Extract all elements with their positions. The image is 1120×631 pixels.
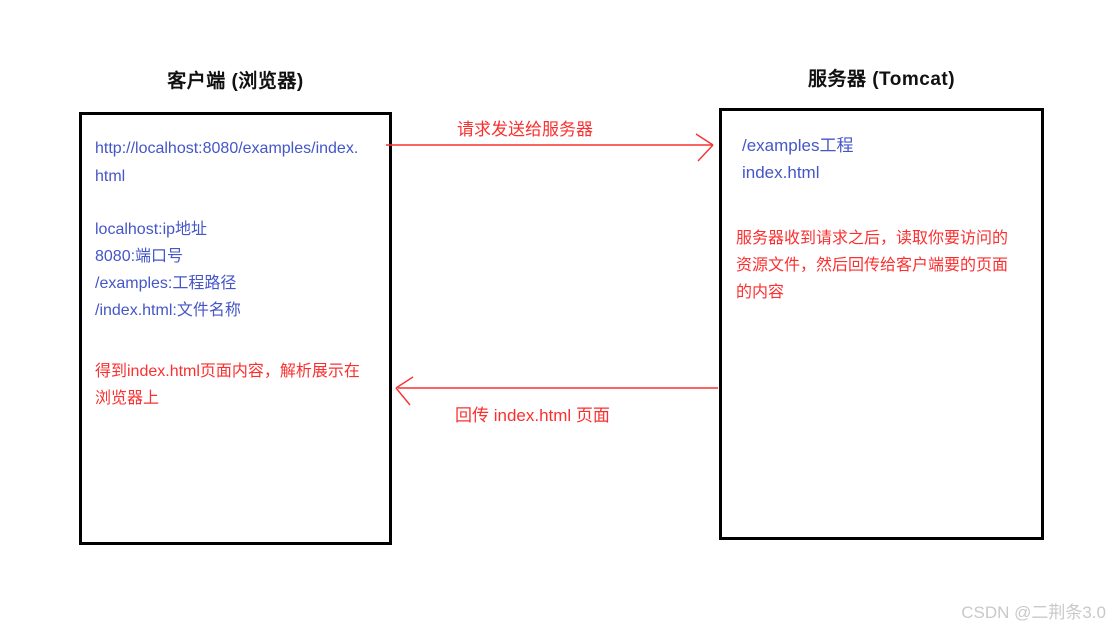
- server-box: /examples工程 index.html 服务器收到请求之后，读取你要访问的…: [719, 108, 1044, 540]
- watermark: CSDN @二荆条3.0: [961, 603, 1106, 622]
- url-note-path: /examples:工程路径: [95, 275, 237, 292]
- url-note-port: 8080:端口号: [95, 248, 184, 265]
- url-note-file: /index.html:文件名称: [95, 302, 241, 319]
- server-resource-index: index.html: [742, 163, 820, 182]
- request-arrow-label: 请求发送给服务器: [457, 120, 593, 139]
- client-url-text: http://localhost:8080/examples/index.htm…: [95, 140, 359, 185]
- url-note-host: localhost:ip地址: [95, 221, 208, 238]
- server-title: 服务器 (Tomcat): [807, 69, 956, 90]
- server-process-note: 服务器收到请求之后，读取你要访问的资源文件，然后回传给客户端要的页面的内容: [736, 230, 1009, 301]
- server-resource-examples: /examples工程: [742, 136, 854, 155]
- response-arrow-label: 回传 index.html 页面: [455, 406, 610, 425]
- client-url-notes: localhost:ip地址 8080:端口号 /examples:工程路径 /…: [95, 216, 241, 324]
- client-title: 客户端 (浏览器): [167, 71, 304, 92]
- client-box: http://localhost:8080/examples/index.htm…: [79, 112, 392, 545]
- client-result-note: 得到index.html页面内容，解析展示在浏览器上: [95, 363, 360, 407]
